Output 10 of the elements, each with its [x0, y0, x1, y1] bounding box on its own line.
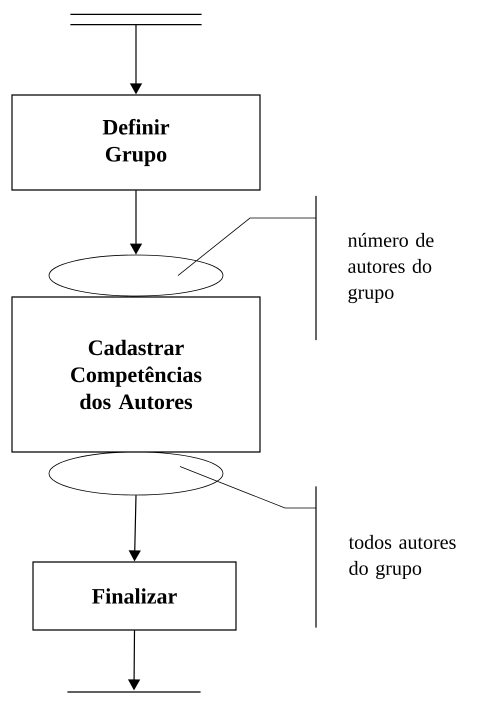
process-box: Cadastrar Competências dos Autores	[11, 296, 261, 453]
process-box: Definir Grupo	[11, 94, 261, 191]
leader-line	[178, 218, 316, 276]
leader-line	[180, 466, 316, 508]
data-ellipse	[48, 254, 224, 296]
data-ellipse	[48, 452, 224, 496]
annotation: número de autores do grupo	[315, 196, 434, 340]
terminal-bar	[70, 14, 202, 26]
annotation: todos autores do grupo	[315, 486, 456, 628]
process-box: Finalizar	[32, 561, 237, 631]
